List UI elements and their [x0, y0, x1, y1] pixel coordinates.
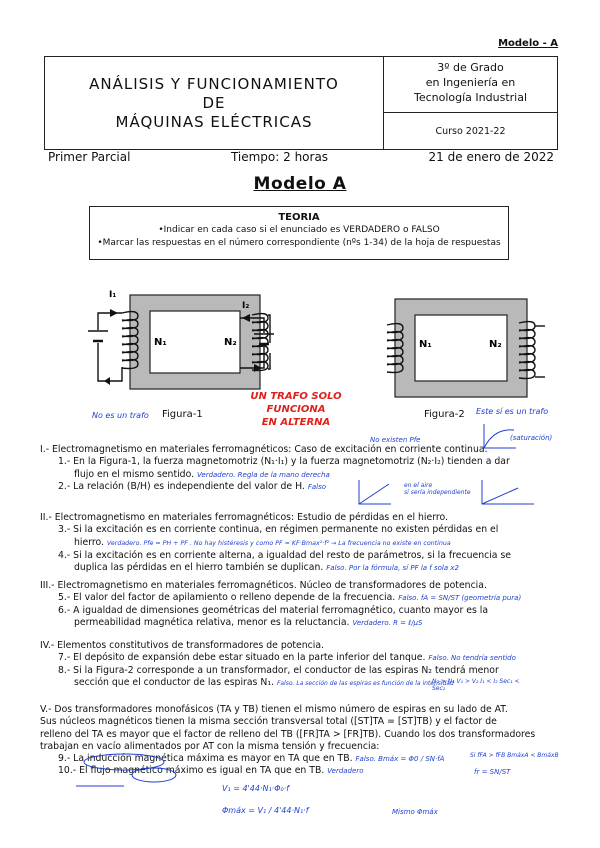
handwritten-answer: Falso. La sección de las espiras es func… [276, 679, 454, 687]
handwritten-answer: Verdadero [327, 767, 364, 776]
hand-sketch-graph [481, 480, 534, 505]
section-5: V.- Dos transformadores monofásicos (TA … [40, 704, 564, 778]
figure-2-diagram: N₁ N₂ [386, 298, 545, 398]
question-1: 1.- En la Figura-1, la fuerza magnetomot… [58, 456, 510, 468]
n2-label: N₂ [489, 339, 502, 350]
course-year: Curso 2021-22 [435, 126, 506, 137]
grade-info: 3º de Grado en Ingeniería en Tecnología … [384, 57, 557, 113]
grade-line: en Ingeniería en [425, 76, 516, 89]
section-line: trabajan en vacío alimentados por AT con… [40, 740, 380, 752]
handwritten-note: (saturación) [510, 434, 553, 442]
question-8-cont: sección que el conductor de las espiras … [40, 677, 560, 690]
handwritten-note: No es un trafo [92, 411, 149, 420]
handwritten-answer: Verdadero. Pfe = PH + PF . No hay histér… [106, 539, 451, 547]
exam-info-row: Primer Parcial Tiempo: 2 horas 21 de ene… [48, 150, 554, 164]
question-4-cont: duplica las pérdidas en el hierro tambié… [40, 562, 560, 574]
hand-circle-marks [76, 753, 177, 787]
instruction-line: •Marcar las respuestas en el número corr… [97, 238, 501, 248]
grade-line: 3º de Grado [437, 61, 504, 74]
title-line: ANÁLISIS Y FUNCIONAMIENTO [89, 74, 339, 93]
section-title: IV.- Elementos constitutivos de transfor… [40, 640, 325, 651]
question-text: permeabilidad magnética relativa, menor … [74, 616, 350, 628]
handwritten-note: No existen Pfe [370, 436, 421, 444]
question-8: 8.- Si la Figura-2 corresponde a un tran… [58, 664, 499, 676]
question-10: 10.- El flujo magnético máximo es igual … [40, 765, 564, 777]
question-text: flujo en el mismo sentido. [74, 468, 195, 480]
section-title: I.- Electromagnetismo en materiales ferr… [40, 444, 488, 455]
section-title: III.- Electromagnetismo en materiales fe… [40, 580, 487, 591]
instruction-line: •Indicar en cada caso si el enunciado es… [158, 225, 440, 235]
model-tag: Modelo - A [498, 38, 558, 49]
title-line: DE [202, 93, 226, 112]
figure-1-label: Figura-1 [162, 409, 203, 420]
model-title: Modelo A [253, 174, 347, 194]
question-4: 4.- Si la excitación es en corriente alt… [58, 549, 512, 561]
handwritten-answer: Falso [307, 482, 327, 491]
handwritten-answer: Falso. No tendría sentido [428, 654, 516, 663]
handwritten-note: Este sí es un trafo [476, 407, 549, 416]
theory-title: TEORIA [278, 212, 320, 223]
question-text: sección que el conductor de las espiras … [74, 676, 274, 688]
handwritten-note-red: UN TRAFO SOLO FUNCIONA EN ALTERNA [246, 390, 346, 429]
section-line: relleno del TA es mayor que el factor de… [40, 728, 536, 740]
question-text: 5.- El valor del factor de apilamiento o… [58, 592, 396, 604]
question-7: 7.- El depósito de expansión debe estar … [40, 652, 560, 664]
question-5: 5.- El valor del factor de apilamiento o… [40, 592, 560, 604]
question-text: hierro. [74, 536, 104, 548]
question-text: 9.- La inducción magnética máxima es may… [58, 753, 353, 765]
figure-1-diagram: I₁ N₁ N₂ [88, 290, 271, 390]
question-text: 10.- El flujo magnético máximo es igual … [58, 765, 325, 777]
section-line: V.- Dos transformadores monofásicos (TA … [40, 704, 508, 715]
hand-sketch-graph [358, 480, 391, 505]
note-line: en el aire [404, 482, 433, 489]
section-3: III.- Electromagnetismo en materiales fe… [40, 580, 560, 629]
handwritten-note: en el aire sí sería independiente [404, 482, 471, 496]
figure-2-label: Figura-2 [424, 409, 465, 420]
handwritten-answer: Verdadero. Regla de la mano derecha [197, 470, 330, 479]
question-3-cont: hierro. Verdadero. Pfe = PH + PF . No ha… [40, 537, 560, 550]
header-box: ANÁLISIS Y FUNCIONAMIENTO DE MÁQUINAS EL… [44, 56, 558, 150]
handwritten-note: fr = SN/ST [474, 768, 511, 776]
question-text: duplica las pérdidas en el hierro tambié… [74, 562, 324, 574]
section-title: II.- Electromagnetismo en materiales fer… [40, 512, 448, 523]
exam-type: Primer Parcial [48, 150, 131, 164]
question-6: 6.- A igualdad de dimensiones geométrica… [58, 604, 489, 616]
question-text: 7.- El depósito de expansión debe estar … [58, 652, 426, 664]
section-2: II.- Electromagnetismo en materiales fer… [40, 512, 560, 574]
handwritten-note: Si fFA > fFB BmáxA < BmáxB [470, 752, 559, 759]
i2-label: I₂ [242, 301, 249, 311]
exam-date: 21 de enero de 2022 [428, 150, 554, 164]
question-6-cont: permeabilidad magnética relativa, menor … [40, 617, 560, 629]
question-3: 3.- Si la excitación es en corriente con… [58, 524, 499, 536]
handwritten-note: N₂ > N₁ V₁ > V₂ I₁ < I₂ Sec₁ < Sec₂ [432, 678, 520, 692]
hand-sketch-graph [483, 424, 516, 449]
question-text: 2.- La relación (B/H) es independiente d… [58, 480, 305, 492]
n1-label: N₁ [419, 339, 432, 350]
handwritten-answer: Falso. Por la fórmula, sí PF la f sola x… [326, 564, 459, 573]
grade-line: Tecnología Industrial [413, 91, 528, 104]
theory-instructions-box: TEORIA •Indicar en cada caso si el enunc… [89, 206, 509, 260]
handwritten-answer: Falso. Bmáx = Φ0 / SN·fA [355, 755, 445, 764]
handwritten-formula: V₁ = 4'44·N₁·Φ₀·f [222, 784, 290, 793]
n1-label: N₁ [154, 337, 167, 348]
course-title: ANÁLISIS Y FUNCIONAMIENTO DE MÁQUINAS EL… [45, 57, 384, 149]
handwritten-note: Mismo Φmáx [392, 808, 438, 816]
section-line: Sus núcleos magnéticos tienen la misma s… [40, 716, 497, 728]
note-line: EN ALTERNA [261, 417, 331, 428]
note-line: sí sería independiente [404, 489, 471, 496]
figure-1-right-battery: I₂ [240, 301, 274, 372]
title-line: MÁQUINAS ELÉCTRICAS [115, 112, 313, 131]
handwritten-answer: Falso. fA = SN/ST (geometría pura) [398, 594, 522, 603]
handwritten-answer: Verdadero. R = ℓ/μS [352, 618, 423, 627]
note-line: UN TRAFO SOLO FUNCIONA [250, 391, 342, 415]
section-4: IV.- Elementos constitutivos de transfor… [40, 640, 560, 690]
i1-label: I₁ [109, 290, 116, 300]
exam-time: Tiempo: 2 horas [230, 150, 329, 164]
n2-label: N₂ [224, 337, 237, 348]
question-9: 9.- La inducción magnética máxima es may… [40, 753, 564, 765]
question-1-cont: flujo en el mismo sentido. Verdadero. Re… [40, 469, 560, 481]
section-1: I.- Electromagnetismo en materiales ferr… [40, 444, 560, 493]
question-2: 2.- La relación (B/H) es independiente d… [40, 481, 560, 493]
handwritten-formula: Φmáx = V₁ / 4'44·N₁·f [222, 806, 309, 815]
